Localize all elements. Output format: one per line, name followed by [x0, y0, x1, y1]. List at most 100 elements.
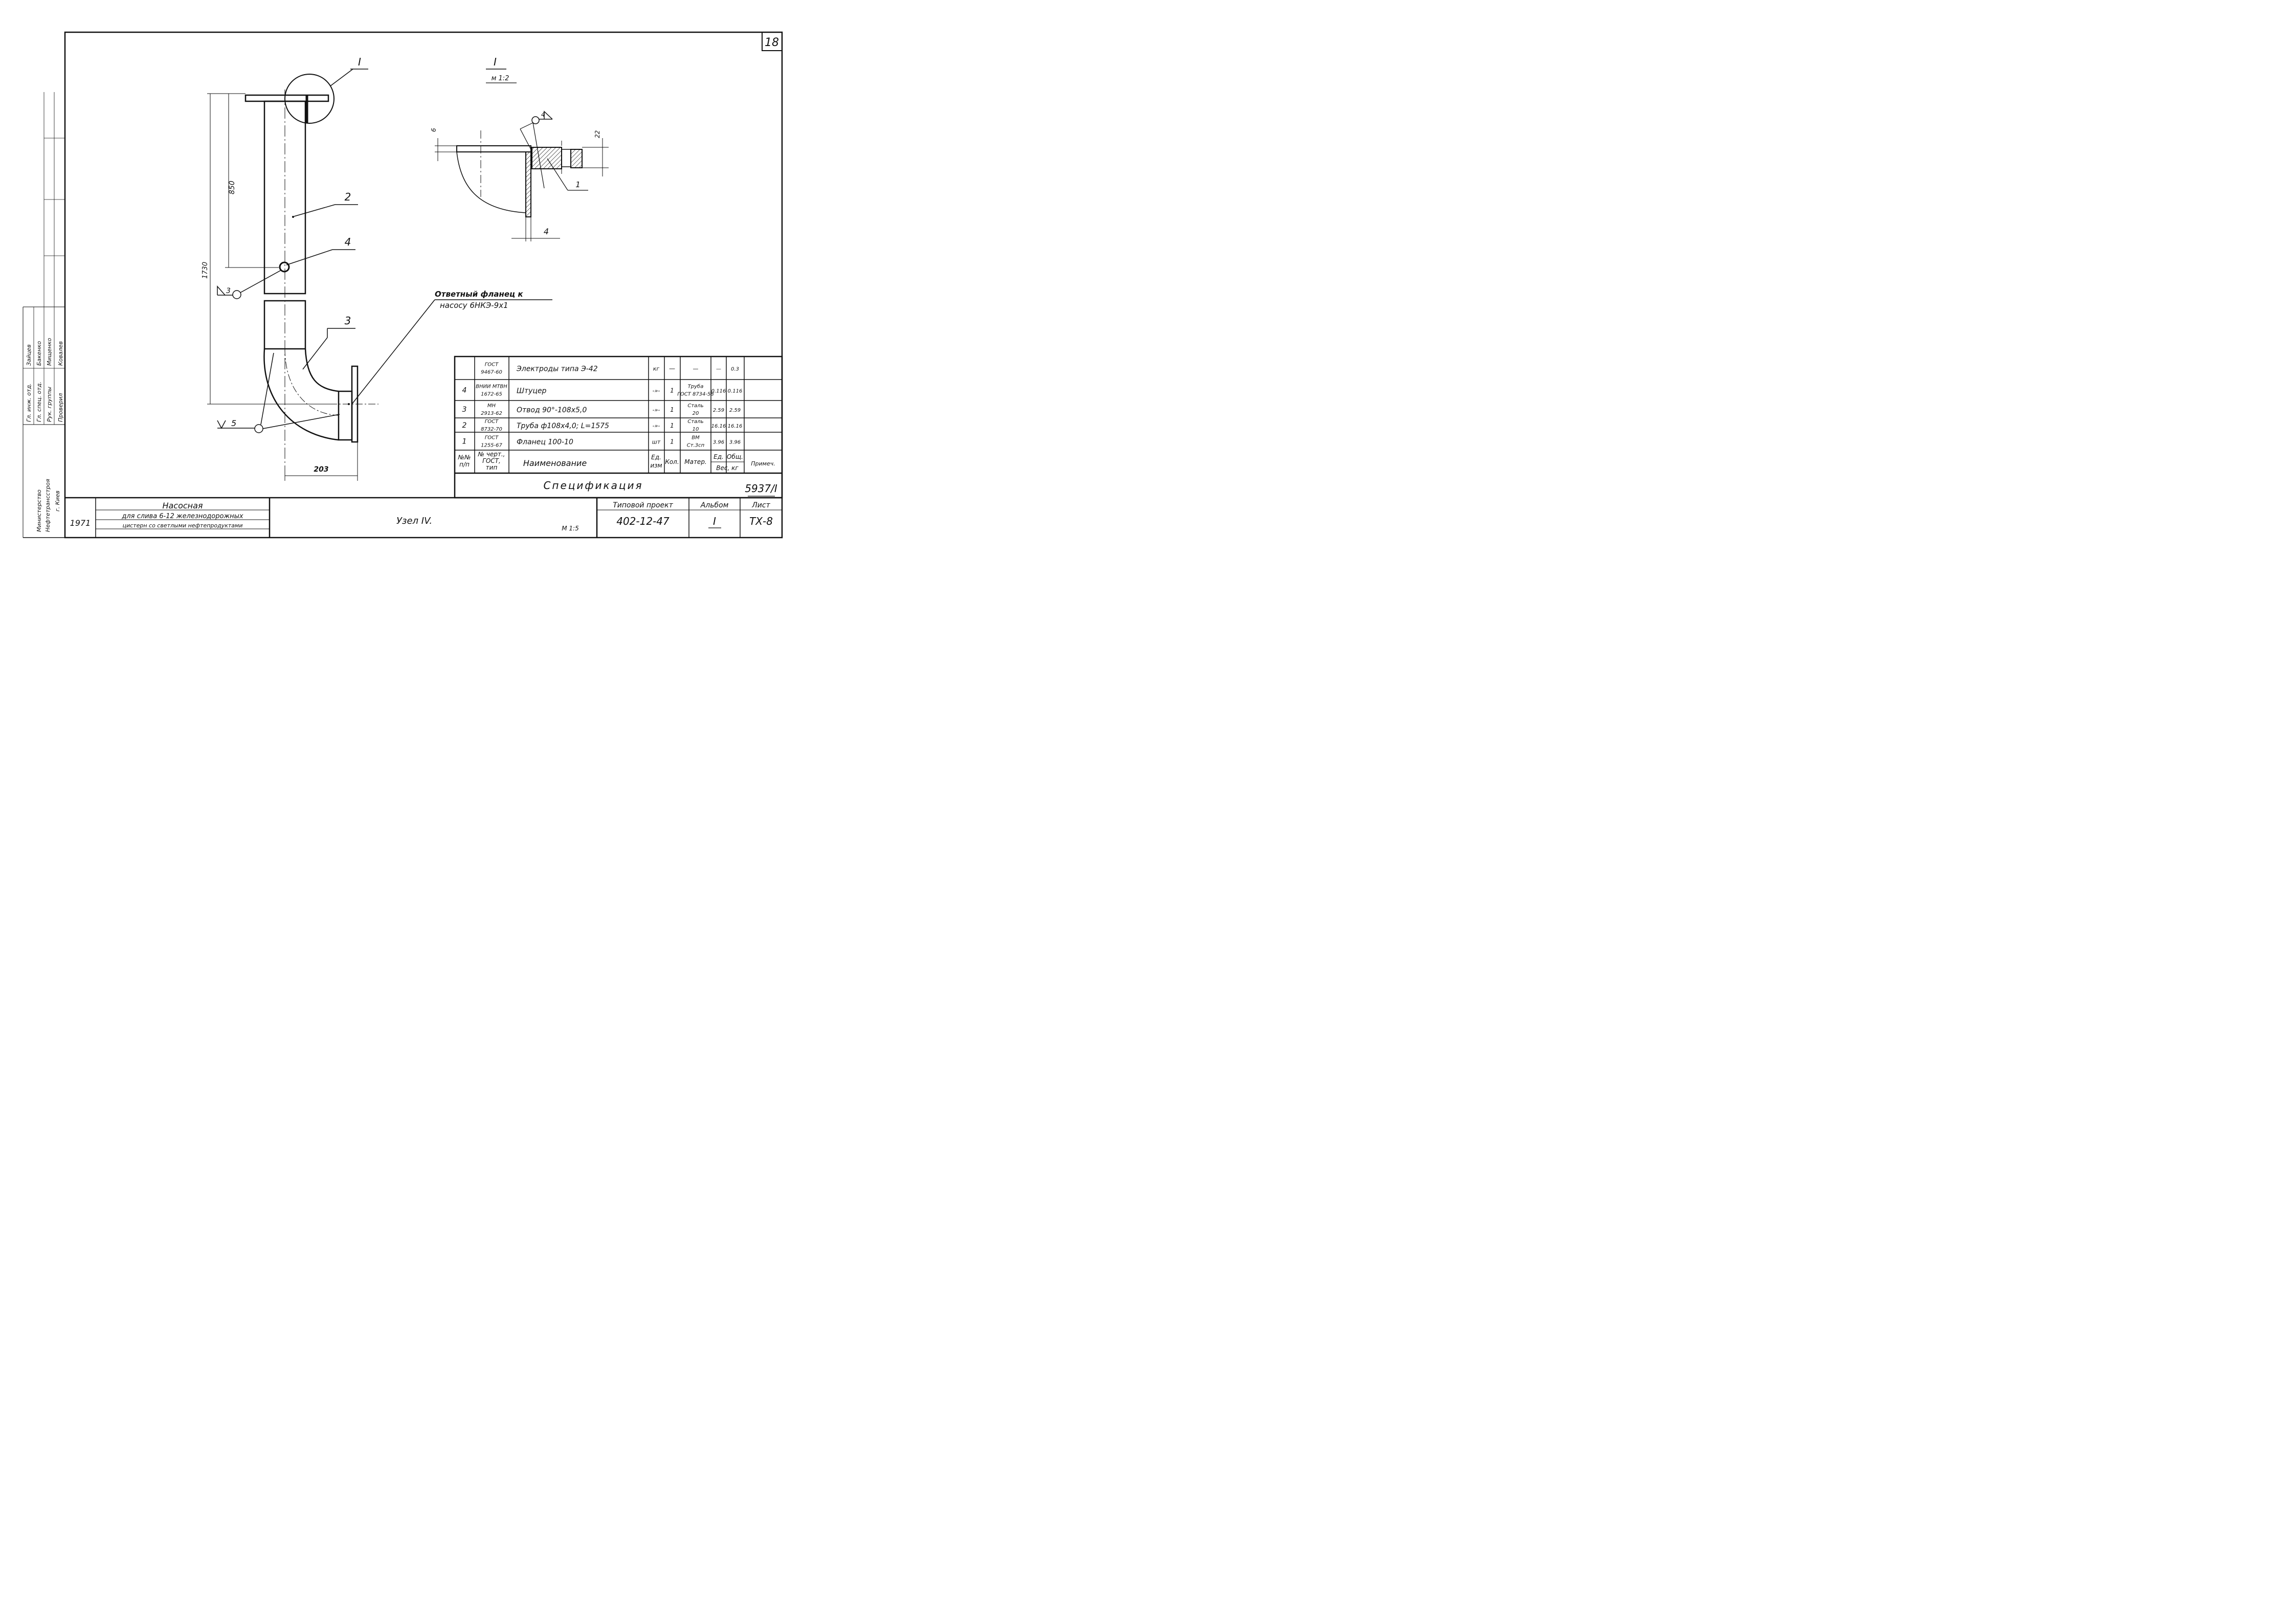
spec-row-material-1: Сталь	[687, 403, 703, 409]
spec-row-mass-unit: —	[716, 367, 721, 372]
spec-row-material-2: ГОСТ 8734-58	[677, 392, 714, 397]
spec-row-mass-total: 2.59	[729, 408, 741, 413]
spec-row-std-1: МН	[487, 403, 496, 409]
dim-overall: 1730	[202, 262, 209, 279]
hdr-mass-label: Вес, кг	[716, 464, 739, 472]
weld-marker-bottom	[254, 424, 263, 433]
spec-row-unit: шт	[652, 439, 661, 446]
spec-row-mass-unit: 3.96	[713, 440, 724, 446]
detail-pipe-wall	[525, 151, 531, 217]
detail-pos1: 1	[575, 180, 581, 189]
stamp-org-2: Нефтетрансстроя	[44, 479, 51, 532]
title-drawing: Узел IV.	[396, 516, 432, 526]
spec-row-std-2: 8732-70	[481, 427, 502, 432]
hdr-std-2: ГОСТ,	[482, 457, 501, 464]
stamp-name-4: Ковалев	[57, 341, 64, 366]
pos4-leader	[286, 249, 333, 265]
hdr-unit-1: Ед.	[651, 454, 661, 461]
detail-flange-section	[531, 147, 562, 169]
spec-row-name: Фланец 100-10	[517, 438, 573, 447]
pos3-leader	[302, 337, 328, 370]
title-project-label: Типовой проект	[613, 501, 673, 509]
spec-row-std-2: 1255-67	[481, 443, 502, 449]
hdr-qty: Кол.	[665, 458, 679, 465]
spec-row-qty: 1	[670, 422, 674, 429]
hdr-unit-2: изм	[650, 462, 662, 469]
detail-scale: м 1:2	[492, 75, 509, 82]
detail-plate	[456, 145, 531, 152]
spec-row-name: Труба ф108х4,0; L=1575	[517, 422, 609, 430]
hdr-mass-unit: Ед.	[714, 453, 724, 460]
detail-weld-marker	[531, 116, 540, 124]
spec-row-material-1: Труба	[688, 384, 704, 390]
spec-row-material-2: Ст.3сп	[687, 443, 705, 449]
spec-row-mass-unit: 0.116	[711, 389, 726, 394]
spec-row-std-1: ГОСТ	[485, 362, 499, 368]
hdr-pos-2: п/п	[459, 461, 470, 468]
stamp-org-3: г. Киев	[54, 491, 61, 512]
title-year: 1971	[70, 518, 91, 528]
spec-row-mass-unit: 16.16	[711, 424, 726, 429]
pos3-label: 3	[345, 315, 351, 327]
spec-row-unit: кг	[653, 366, 660, 372]
title-subject-1: Насосная	[162, 501, 203, 510]
stamp-org-1: Министерство	[36, 490, 42, 532]
spec-row-std-1: ГОСТ	[485, 419, 499, 425]
weld-top-triangle	[217, 285, 226, 296]
pos2-dot	[292, 216, 294, 218]
spec-row-mass-unit: 2.59	[713, 408, 724, 413]
detail-view: I м 1:2 4 1	[430, 56, 609, 241]
hdr-material: Матер.	[684, 458, 707, 465]
top-flange	[244, 94, 329, 102]
pos2-label: 2	[345, 191, 351, 203]
title-album-label: Альбом	[700, 501, 729, 509]
spec-row-mass-total: 3.96	[729, 440, 741, 446]
spec-row-std-1: ГОСТ	[485, 435, 499, 441]
elbow-inner	[304, 348, 339, 392]
spec-row-pos: 1	[462, 438, 467, 446]
stamp-role-1: Гл. инж. отд.	[26, 383, 32, 422]
drawing-sheet: 18 Гл. инж. отд. Гл. спец. отд. Рук. гру…	[23, 31, 783, 539]
weld-bottom-symbol	[217, 420, 226, 429]
spec-row-material: —	[693, 366, 699, 372]
title-sheet: ТХ-8	[749, 515, 773, 527]
weld-bottom-leader-2	[262, 414, 340, 429]
weld-top-leg: 3	[226, 287, 231, 295]
stamp-name-1: Зайцев	[26, 344, 32, 366]
detail-title: I	[494, 56, 497, 68]
spec-doc-code: 5937/I	[745, 482, 777, 495]
title-project-number: 402-12-47	[616, 515, 670, 527]
detail-break-arc	[456, 151, 526, 213]
spec-row-pos: 3	[462, 406, 467, 414]
spec-row-qty: 1	[670, 387, 674, 394]
main-view: I 2 4 3 3	[202, 56, 552, 481]
hdr-std-1: № черт.,	[477, 451, 505, 458]
weld-top-leader	[240, 270, 282, 293]
spec-row-std-2: 9467-60	[481, 370, 502, 375]
hdr-std-3: тип	[486, 464, 498, 471]
spec-row-name: Электроды типа Э-42	[516, 365, 598, 373]
stamp-role-2: Гл. спец. отд.	[36, 382, 42, 422]
spec-row-std-1: ВНИИ МТВН	[476, 384, 507, 390]
stamp-name-2: Бакенко	[36, 341, 42, 366]
spec-row-material-1: ВМ	[692, 435, 700, 441]
fitting-pos4	[279, 261, 290, 273]
detail-dim-bottom: 4	[544, 227, 549, 236]
elbow-outer	[263, 348, 339, 441]
mating-flange-note-line1: Ответный фланец к	[435, 290, 523, 299]
weld-marker-top	[232, 290, 241, 299]
hdr-mass-total: Общ.	[727, 453, 743, 460]
detail-bolt-hole	[561, 149, 571, 167]
spec-row-std-2: 1672-65	[481, 392, 502, 397]
title-block: 1971 Насосная для слива 6-12 железнодоро…	[65, 497, 782, 538]
detail-callout-leader	[330, 69, 353, 86]
pos2-leader	[294, 204, 336, 217]
spec-title: Спецификация	[543, 479, 643, 492]
spec-row-name: Отвод 90°-108х5,0	[517, 406, 587, 414]
spec-row-std-2: 2913-62	[481, 411, 502, 416]
stamp-role-3: Рук. группы	[46, 387, 53, 422]
spec-row-material-2: 10	[693, 427, 699, 432]
hdr-note: Примеч.	[751, 460, 775, 467]
detail-callout-label: I	[358, 56, 361, 68]
